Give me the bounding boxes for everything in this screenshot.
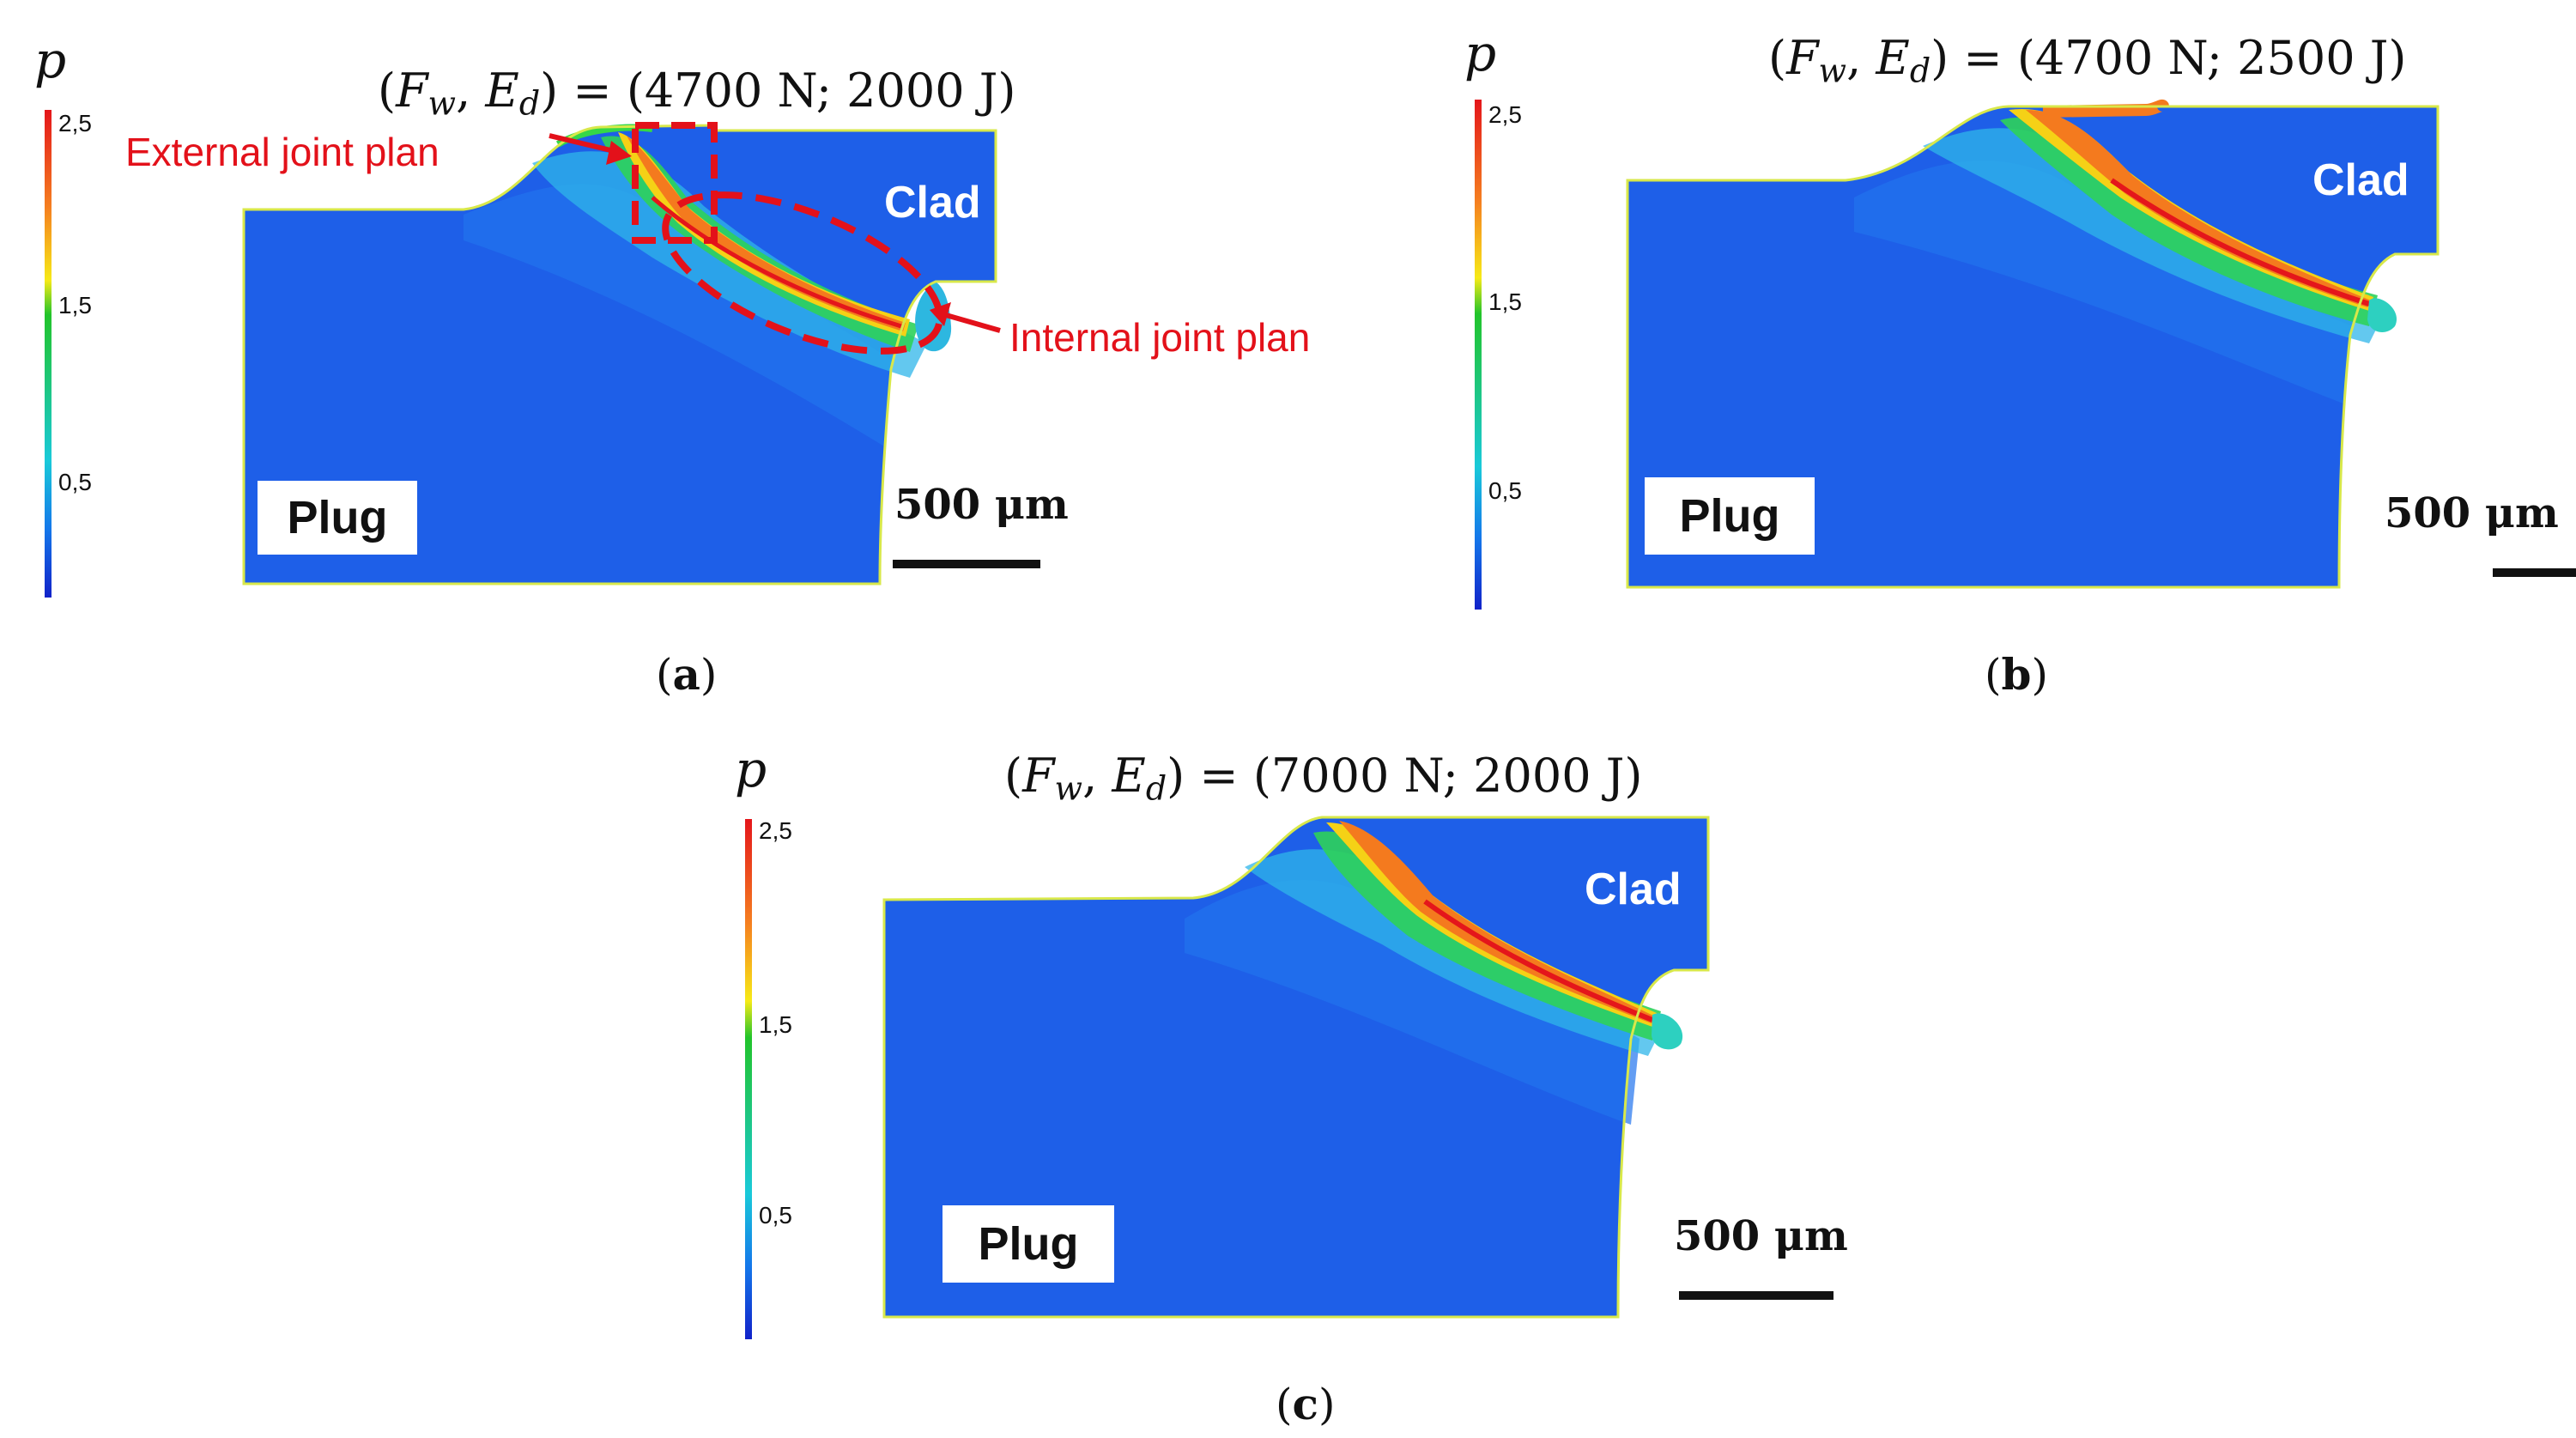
colorbar-a: [45, 110, 52, 598]
clad-label-c: Clad: [1585, 865, 1682, 914]
scale-label-b: 500 μm: [2385, 489, 2559, 537]
plug-label-c: Plug: [943, 1205, 1114, 1283]
clad-label-b: Clad: [2312, 155, 2409, 205]
scale-label-c: 500 μm: [1674, 1212, 1848, 1260]
contour-map-c: [882, 816, 1834, 1319]
colorbar-tick-0-5-b: 0,5: [1488, 477, 1522, 504]
colorbar-tick-1-5: 1,5: [58, 292, 92, 319]
colorbar-title-c: p: [735, 740, 767, 798]
equation-c: (Fw, Ed) = (7000 N; 2000 J): [1004, 749, 1643, 808]
colorbar-tick-0-5: 0,5: [58, 469, 92, 495]
colorbar-title-b: p: [1464, 24, 1497, 82]
caption-a: (a): [656, 649, 718, 700]
equation-a: (Fw, Ed) = (4700 N; 2000 J): [378, 64, 1016, 123]
scale-label-a: 500 μm: [894, 481, 1069, 529]
plug-label-a: Plug: [258, 481, 417, 555]
colorbar-tick-1-5-c: 1,5: [759, 1011, 792, 1038]
colorbar-c: [745, 819, 752, 1339]
panel-c: p 2,5 1,5 0,5 (Fw, Ed) = (7000 N; 2000 J…: [687, 721, 1888, 1438]
internal-joint-annotation: Internal joint plan: [1009, 315, 1311, 360]
colorbar-tick-2-5-c: 2,5: [759, 817, 792, 844]
colorbar-b: [1475, 100, 1482, 610]
panel-a: p 2,5 1,5 0,5 (Fw, Ed) = (4700 N; 2000 J…: [0, 0, 1408, 721]
external-joint-annotation: External joint plan: [125, 130, 439, 174]
contour-map-a: [242, 122, 1040, 586]
caption-c: (c): [1276, 1379, 1336, 1429]
contour-map-b: [1626, 99, 2576, 589]
clad-label-a: Clad: [884, 178, 981, 228]
caption-b: (b): [1985, 649, 2048, 700]
colorbar-tick-2-5: 2,5: [58, 110, 92, 137]
colorbar-tick-0-5-c: 0,5: [759, 1202, 792, 1229]
panel-b: p 2,5 1,5 0,5 (Fw, Ed) = (4700 N; 2500 J…: [1408, 0, 2576, 721]
equation-b: (Fw, Ed) = (4700 N; 2500 J): [1768, 31, 2407, 90]
plug-label-b: Plug: [1645, 477, 1815, 555]
colorbar-tick-1-5-b: 1,5: [1488, 288, 1522, 315]
colorbar-tick-2-5-b: 2,5: [1488, 101, 1522, 128]
colorbar-title: p: [34, 31, 67, 89]
